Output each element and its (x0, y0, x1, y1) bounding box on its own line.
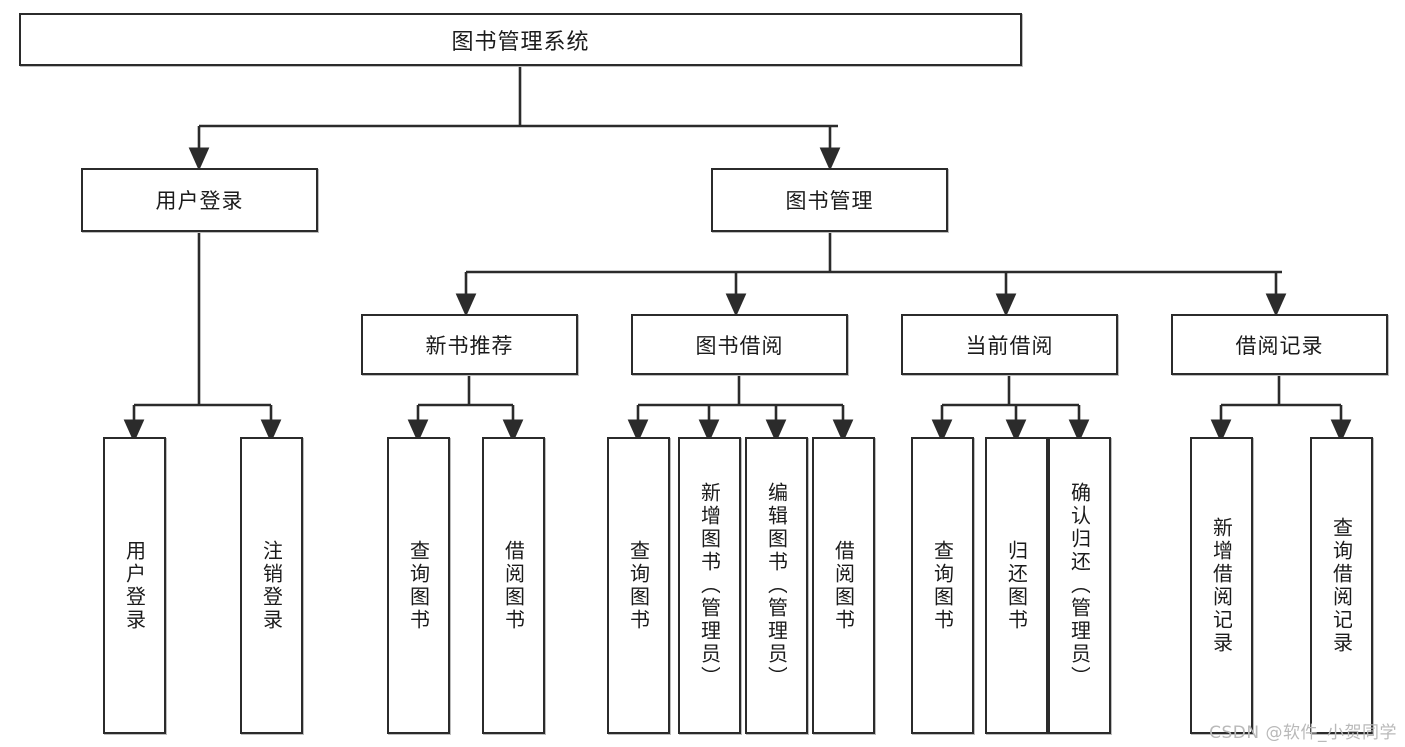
node-root[interactable]: 图书管理系统 (19, 13, 1022, 66)
node-leaf-borrow-book-2-label: 借阅图书 (833, 539, 854, 632)
node-leaf-confirm-return[interactable]: 确认归还（管理员） (1048, 437, 1111, 734)
node-leaf-add-book[interactable]: 新增图书（管理员） (678, 437, 741, 734)
node-new-book-rec[interactable]: 新书推荐 (361, 314, 578, 375)
node-current-borrow[interactable]: 当前借阅 (901, 314, 1118, 375)
node-leaf-return-book-label: 归还图书 (1006, 539, 1027, 632)
node-leaf-user-logout-label: 注销登录 (261, 539, 282, 632)
node-leaf-query-book-2[interactable]: 查询图书 (607, 437, 670, 734)
node-leaf-query-book-1-label: 查询图书 (408, 539, 429, 632)
node-root-label: 图书管理系统 (451, 29, 590, 55)
node-borrow-record-label: 借阅记录 (1235, 333, 1324, 358)
node-leaf-edit-book[interactable]: 编辑图书（管理员） (745, 437, 808, 734)
node-leaf-add-book-label: 新增图书（管理员） (699, 482, 720, 689)
node-leaf-borrow-book-1-label: 借阅图书 (503, 539, 524, 632)
node-leaf-query-record[interactable]: 查询借阅记录 (1310, 437, 1373, 734)
node-leaf-query-record-label: 查询借阅记录 (1331, 516, 1352, 655)
node-leaf-query-book-2-label: 查询图书 (628, 539, 649, 632)
node-book-manage-label: 图书管理 (785, 189, 874, 213)
node-new-book-rec-label: 新书推荐 (425, 333, 514, 358)
node-book-borrow[interactable]: 图书借阅 (631, 314, 848, 375)
node-leaf-query-book-3[interactable]: 查询图书 (911, 437, 974, 734)
node-book-borrow-label: 图书借阅 (695, 333, 784, 358)
node-leaf-user-logout[interactable]: 注销登录 (240, 437, 303, 734)
node-leaf-confirm-return-label: 确认归还（管理员） (1069, 482, 1090, 689)
node-leaf-query-book-3-label: 查询图书 (932, 539, 953, 632)
node-leaf-add-record[interactable]: 新增借阅记录 (1190, 437, 1253, 734)
node-leaf-user-login[interactable]: 用户登录 (103, 437, 166, 734)
node-leaf-return-book[interactable]: 归还图书 (985, 437, 1048, 734)
node-current-borrow-label: 当前借阅 (965, 333, 1054, 358)
node-user-login-label: 用户登录 (155, 189, 244, 213)
node-leaf-query-book-1[interactable]: 查询图书 (387, 437, 450, 734)
node-borrow-record[interactable]: 借阅记录 (1171, 314, 1388, 375)
node-leaf-borrow-book-1[interactable]: 借阅图书 (482, 437, 545, 734)
node-user-login[interactable]: 用户登录 (81, 168, 318, 232)
watermark: CSDN @软件_小贺同学 (1209, 723, 1397, 743)
node-book-manage[interactable]: 图书管理 (711, 168, 948, 232)
node-leaf-borrow-book-2[interactable]: 借阅图书 (812, 437, 875, 734)
node-leaf-add-record-label: 新增借阅记录 (1211, 516, 1232, 655)
node-leaf-edit-book-label: 编辑图书（管理员） (766, 482, 787, 689)
node-leaf-user-login-label: 用户登录 (124, 539, 145, 632)
